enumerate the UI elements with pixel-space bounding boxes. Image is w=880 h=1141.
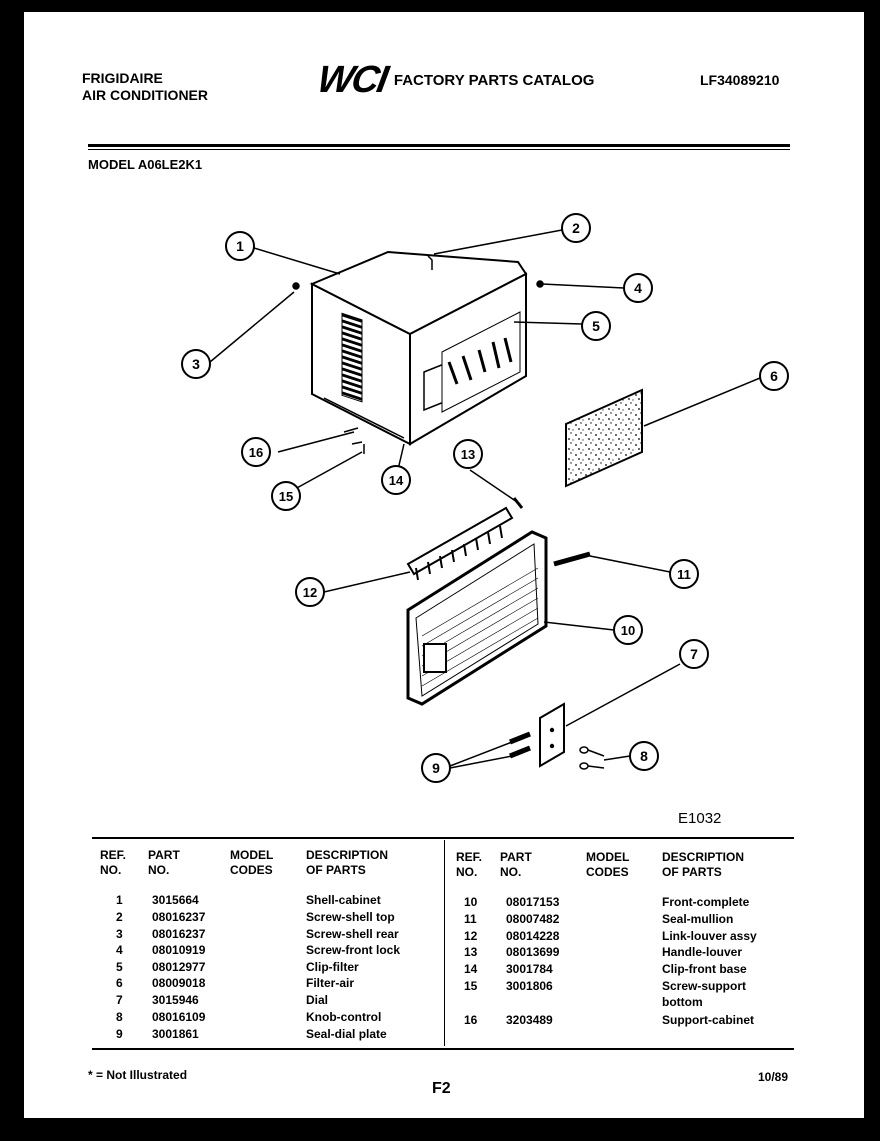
louver-link-assembly	[406, 506, 514, 581]
svg-text:8: 8	[640, 748, 648, 764]
catalog-number: LF34089210	[700, 72, 780, 88]
callout-4: 4	[623, 273, 653, 303]
callout-6: 6	[759, 361, 789, 391]
callout-16: 16	[241, 437, 271, 467]
header-rule	[88, 144, 790, 147]
callout-2: 2	[561, 213, 591, 243]
svg-text:6: 6	[770, 368, 778, 384]
svg-text:14: 14	[389, 473, 404, 488]
callout-1: 1	[225, 231, 255, 261]
header-rule-thin	[88, 149, 790, 150]
screw-shell-rear	[292, 282, 300, 290]
air-filter	[565, 388, 643, 488]
cabinet-top-panel	[309, 250, 528, 336]
table-top-rule	[92, 837, 794, 839]
svg-text:11: 11	[677, 567, 691, 582]
support-cabinet	[343, 427, 363, 445]
svg-text:9: 9	[432, 760, 440, 776]
brand-line-2: AIR CONDITIONER	[82, 87, 208, 103]
callout-13: 13	[453, 439, 483, 469]
cabinet-shell	[309, 250, 528, 446]
hdr-ref-right: REF.NO.	[456, 850, 483, 879]
callout-3: 3	[181, 349, 211, 379]
model-label: MODEL A06LE2K1	[88, 157, 203, 172]
callout-9: 9	[421, 753, 451, 783]
screw-shell-top	[427, 255, 433, 270]
knobs	[579, 746, 605, 770]
table-bottom-rule	[92, 1048, 794, 1050]
table-divider	[444, 840, 445, 1046]
seal-dial-plate-strips	[509, 731, 531, 759]
catalog-title: FACTORY PARTS CATALOG	[393, 71, 595, 89]
svg-text:2: 2	[572, 220, 580, 236]
catalog-page: FRIGIDAIRE AIR CONDITIONER WCI FACTORY P…	[24, 12, 864, 1118]
coil-fins	[447, 337, 513, 385]
small-parts	[292, 255, 544, 509]
exploded-parts-diagram: 1 2 3 4 5 6 7 8 9 10 11 12 13 14 15 16	[181, 213, 789, 783]
dial-plate	[539, 702, 565, 768]
leader-lines	[209, 229, 761, 769]
brand-block: FRIGIDAIRE AIR CONDITIONER	[82, 70, 208, 104]
svg-text:16: 16	[249, 445, 263, 460]
not-illustrated-note: * = Not Illustrated	[88, 1068, 188, 1082]
svg-text:4: 4	[634, 280, 642, 296]
svg-text:10: 10	[621, 623, 635, 638]
callout-15: 15	[271, 481, 301, 511]
svg-text:1: 1	[236, 238, 244, 254]
revision-date: 10/89	[758, 1070, 789, 1084]
side-vents	[341, 312, 363, 403]
logo-block: WCI FACTORY PARTS CATALOG	[314, 59, 595, 101]
hdr-ref-left: REF.NO.	[100, 848, 127, 877]
figure-id: E1032	[678, 810, 722, 827]
callout-11: 11	[669, 559, 699, 589]
callout-8: 8	[629, 741, 659, 771]
callout-5: 5	[581, 311, 611, 341]
svg-text:7: 7	[690, 646, 698, 662]
svg-text:15: 15	[279, 489, 293, 504]
seal-mullion	[553, 551, 591, 567]
control-box	[423, 362, 445, 412]
callout-14: 14	[381, 465, 411, 495]
svg-text:5: 5	[592, 318, 600, 334]
page-number: F2	[432, 1080, 451, 1097]
callout-markers: 1 2 3 4 5 6 7 8 9 10 11 12 13 14 15 16	[181, 213, 789, 783]
front-panel-label	[423, 643, 447, 673]
callout-7: 7	[679, 639, 709, 669]
svg-text:13: 13	[461, 447, 475, 462]
brand-line-1: FRIGIDAIRE	[82, 70, 163, 86]
front-panel	[406, 530, 548, 706]
callout-12: 12	[295, 577, 325, 607]
svg-text:12: 12	[303, 585, 317, 600]
svg-text:3: 3	[192, 356, 200, 372]
callout-10: 10	[613, 615, 643, 645]
